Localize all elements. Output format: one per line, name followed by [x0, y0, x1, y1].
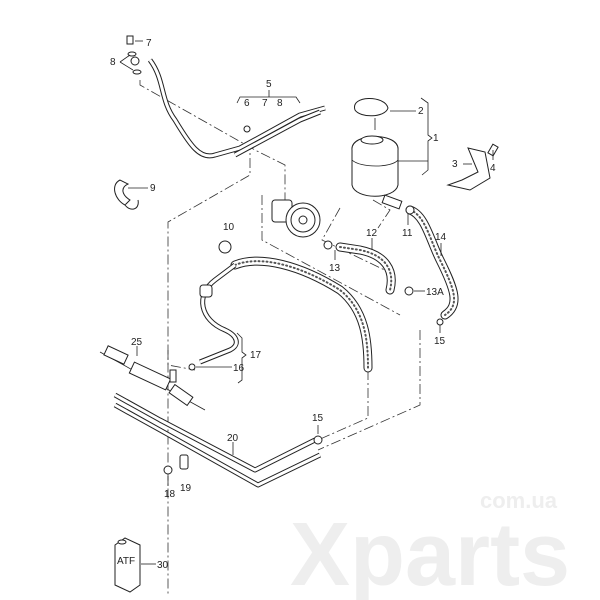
callout-9: 9: [150, 183, 156, 194]
callout-17: 17: [250, 350, 262, 361]
callout-5: 5: [266, 79, 272, 90]
watermark-domain: com.ua: [480, 488, 558, 513]
callout-13a: 13A: [426, 287, 444, 298]
steering-rack: [99, 345, 206, 411]
callout-8: 8: [110, 57, 116, 68]
callout-19: 19: [180, 483, 192, 494]
callout-30: 30: [157, 560, 169, 571]
callout-11: 11: [402, 228, 413, 239]
assembly-leader-lines: [139, 80, 421, 595]
pressure-line-17: [188, 263, 239, 371]
callout-16: 16: [233, 363, 245, 374]
callout-13: 13: [329, 263, 341, 274]
callout-leaders: [119, 40, 494, 565]
callout-7-sub: 7: [262, 98, 268, 109]
power-steering-pump: [271, 199, 321, 238]
clip-19: [179, 454, 189, 470]
callout-14: 14: [435, 232, 447, 243]
callout-3: 3: [452, 159, 458, 170]
callout-8-sub: 8: [277, 98, 283, 109]
atf-fluid-container: ATF: [114, 537, 141, 593]
callout-20: 20: [227, 433, 239, 444]
callout-6: 6: [244, 98, 250, 109]
callout-12: 12: [366, 228, 378, 239]
callout-2: 2: [418, 106, 424, 117]
hose-clamp-10: [218, 240, 232, 254]
fluid-reservoir: [351, 98, 403, 210]
bolt-18: [163, 465, 173, 475]
callout-10: 10: [223, 222, 235, 233]
atf-label: ATF: [117, 556, 135, 567]
callout-4: 4: [490, 163, 496, 174]
callout-1: 1: [433, 133, 439, 144]
pressure-hose-assembly: [126, 35, 326, 159]
return-hoses: [230, 205, 459, 373]
callout-25: 25: [131, 337, 143, 348]
hose-clamp-9: [114, 179, 139, 210]
callout-18: 18: [164, 489, 176, 500]
callout-7: 7: [146, 38, 152, 49]
cooler-line-20: [113, 392, 323, 488]
callout-15-lower: 15: [312, 413, 324, 424]
callout-15: 15: [434, 336, 446, 347]
watermark-brand: Xparts: [290, 505, 570, 600]
